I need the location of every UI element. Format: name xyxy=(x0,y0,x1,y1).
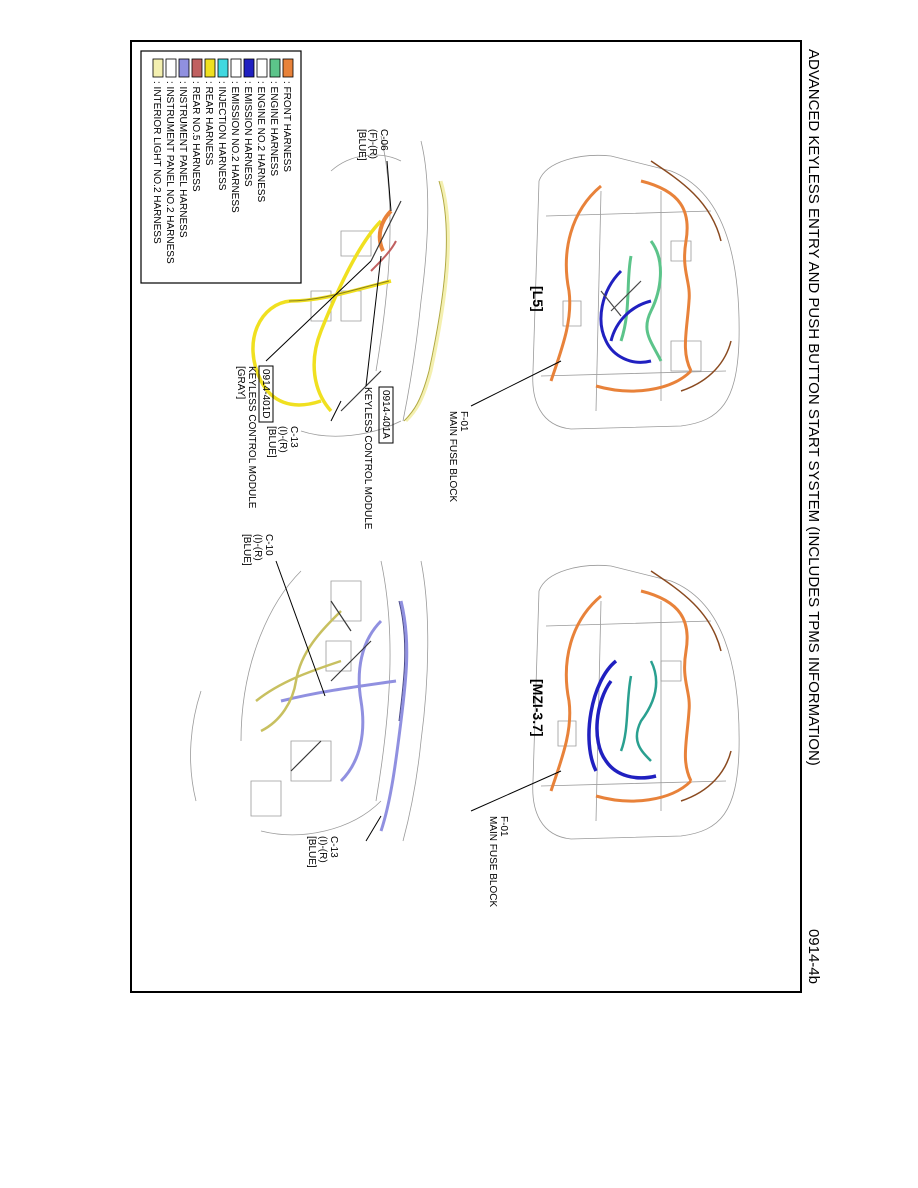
page-code: 0914-4b xyxy=(805,929,822,984)
legend-label: : INSTRUMENT PANEL HARNESS xyxy=(177,81,188,238)
l5-module-a-name: KEYLESS CONTROL MODULE xyxy=(362,387,373,530)
legend-swatch xyxy=(230,58,242,78)
mzi-c13-code: C-13 xyxy=(328,836,339,858)
mzi-fuse-name: MAIN FUSE BLOCK xyxy=(487,816,498,907)
l5-module-d-ref: 0914-401D xyxy=(260,369,271,418)
l5-c13-code: C-13 xyxy=(288,426,299,448)
l5-module-a-ref: 0914-401A xyxy=(380,390,391,439)
legend-swatch xyxy=(243,58,255,78)
legend-label: : EMISSION NO.2 HARNESS xyxy=(229,81,240,213)
legend-swatch xyxy=(256,58,268,78)
l5-module-d-color: [GRAY] xyxy=(235,366,246,399)
legend-label: : FRONT HARNESS xyxy=(281,81,292,172)
mzi-c10-color: [BLUE] xyxy=(241,534,252,566)
mzi-fuse-code: F-01 xyxy=(498,816,509,837)
l5-engine-bay xyxy=(470,155,740,430)
l5-c06-code: C-06 xyxy=(378,129,389,151)
mzi-c13-pins: (I)-(R) xyxy=(317,836,328,863)
legend-label: : INSTRUMENT PANEL NO.2 HARNESS xyxy=(164,81,175,264)
legend-label: : EMISSION HARNESS xyxy=(242,81,253,187)
mzi-c10-code: C-10 xyxy=(263,534,274,556)
legend-swatch xyxy=(165,58,177,78)
legend-swatch xyxy=(217,58,229,78)
l5-module-d-box xyxy=(258,365,274,423)
legend-label: : REAR NO.5 HARNESS xyxy=(190,81,201,192)
mzi-c13-color: [BLUE] xyxy=(306,836,317,868)
legend-swatch xyxy=(269,58,281,78)
l5-c13-pins: (I)-(R) xyxy=(277,426,288,453)
mzi-engine-bay xyxy=(470,565,740,840)
mzi-variant-label: [MZI-3.7] xyxy=(530,679,546,737)
mzi-interior xyxy=(190,560,429,842)
l5-module-a-box xyxy=(378,386,394,444)
l5-interior xyxy=(251,135,450,437)
l5-variant-label: [L5] xyxy=(530,286,546,312)
l5-module-d-name: KEYLESS CONTROL MODULE xyxy=(246,366,257,509)
l5-c06-color: [BLUE] xyxy=(356,129,367,161)
legend-swatch xyxy=(204,58,216,78)
legend-label: : INTERIOR LIGHT NO.2 HARNESS xyxy=(151,81,162,244)
legend-label: : REAR HARNESS xyxy=(203,81,214,166)
legend-swatch xyxy=(191,58,203,78)
diagram-title: ADVANCED KEYLESS ENTRY AND PUSH BUTTON S… xyxy=(805,49,822,766)
l5-c06-pins: (F)-(R) xyxy=(367,129,378,159)
mzi-c10-pins: (I)-(R) xyxy=(252,534,263,561)
legend-box xyxy=(140,50,302,284)
legend-swatch xyxy=(282,58,294,78)
legend-swatch xyxy=(178,58,190,78)
legend-label: : ENGINE HARNESS xyxy=(268,81,279,176)
l5-c13-color: [BLUE] xyxy=(266,426,277,458)
l5-fuse-code: F-01 xyxy=(458,411,469,432)
legend-label: : INJECTION HARNESS xyxy=(216,81,227,191)
legend-swatch xyxy=(152,58,164,78)
legend: : FRONT HARNESS: ENGINE HARNESS: ENGINE … xyxy=(140,50,302,284)
l5-fuse-name: MAIN FUSE BLOCK xyxy=(447,411,458,502)
legend-label: : ENGINE NO.2 HARNESS xyxy=(255,81,266,202)
page-frame xyxy=(130,40,802,993)
